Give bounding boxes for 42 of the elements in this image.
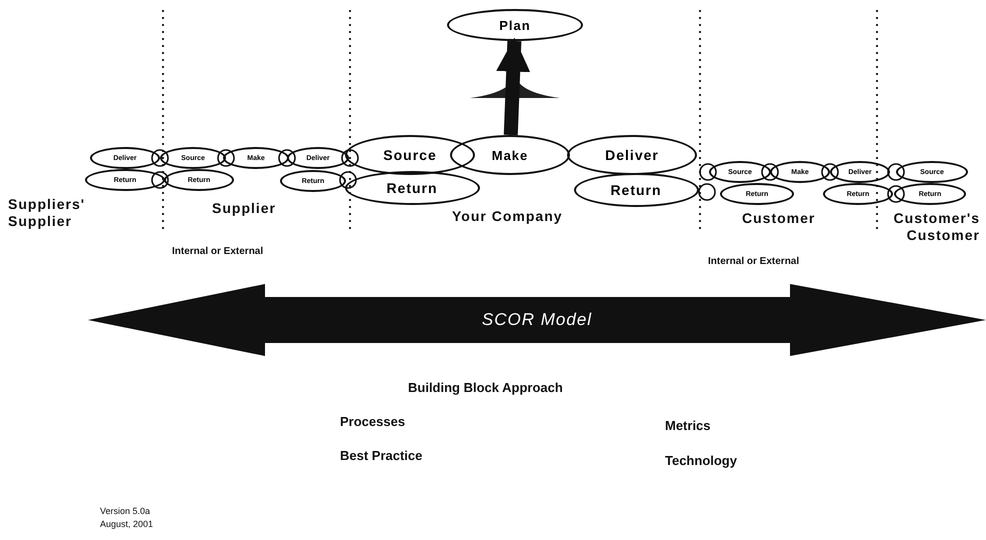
- bullet-text: Best Practice: [340, 448, 422, 463]
- region-name: Customer: [742, 210, 816, 226]
- process-ellipse: [574, 173, 698, 207]
- process-ellipse: [830, 161, 890, 183]
- process-name: Plan: [499, 18, 531, 32]
- model-name: SCOR Model: [482, 310, 592, 330]
- region-name: Customer's Customer: [892, 210, 980, 244]
- process-ellipse: [287, 147, 349, 169]
- date-note: August, 2001: [100, 519, 154, 529]
- note: Internal or External: [708, 256, 800, 267]
- process-ellipse: [709, 161, 771, 183]
- process-ellipse: [447, 9, 583, 41]
- process-ellipse: [720, 183, 794, 205]
- bullet-text: Metrics: [665, 418, 711, 433]
- region-name: Your Company: [452, 208, 563, 224]
- process-name: Deliver: [605, 147, 659, 163]
- bullet-text: Technology: [665, 453, 737, 468]
- heading: Building Block Approach: [408, 380, 563, 395]
- process-ellipse: [345, 135, 475, 175]
- region-name: Suppliers' Supplier: [8, 196, 86, 230]
- arrow: [496, 38, 530, 136]
- process-ellipse: [160, 147, 226, 169]
- process-ellipse: [90, 147, 160, 169]
- process-ellipse: [280, 170, 346, 192]
- process-ellipse: [450, 135, 570, 175]
- process-ellipse: [894, 183, 966, 205]
- process-ellipse: [344, 171, 480, 205]
- process-ellipse: [770, 161, 830, 183]
- process-ellipse: [85, 169, 165, 191]
- process-name: Return: [610, 182, 662, 198]
- region-name: Supplier: [212, 200, 276, 216]
- version-note: Version 5.0a: [100, 506, 150, 516]
- process-ellipse: [567, 135, 697, 175]
- process-ellipse: [823, 183, 893, 205]
- process-name: Make: [492, 148, 528, 162]
- process-ellipse: [164, 169, 234, 191]
- process-ellipse: [223, 147, 289, 169]
- process-name: Source: [383, 147, 437, 163]
- bullet-text: Processes: [340, 414, 406, 429]
- process-name: Return: [386, 180, 438, 196]
- process-ellipse: [896, 161, 968, 183]
- note: Internal or External: [172, 246, 264, 257]
